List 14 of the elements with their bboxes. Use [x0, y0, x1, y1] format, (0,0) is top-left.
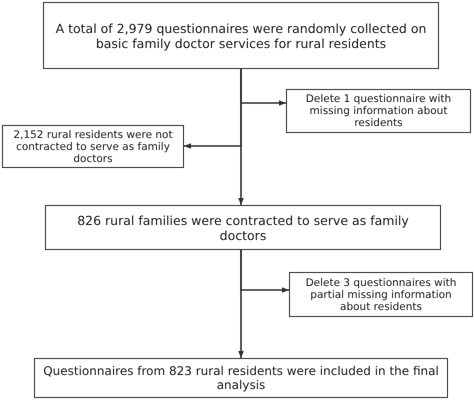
arrow [238, 250, 244, 358]
process-box [286, 89, 471, 133]
box-text: Questionnaires from 823 rural residents were included in the final analysis [42, 364, 440, 392]
process-box [2, 125, 184, 168]
process-box [43, 2, 439, 69]
arrow [238, 69, 244, 205]
box-text: 826 rural families were contracted to serve as family doctors [76, 212, 410, 242]
box-text: 2,152 rural residents were not contracted to serve as family doctors [12, 128, 174, 164]
box-text: Delete 1 questionnaire with missing information about residents [304, 93, 452, 129]
box-text: A total of 2,979 questionnaires were randomly collected on basic family doctor services for rural residents [54, 20, 428, 50]
box-text: Delete 3 questionnaires with partial missing information about residents [304, 276, 458, 312]
process-box [289, 272, 473, 317]
process-box [45, 205, 441, 250]
process-box [34, 358, 448, 398]
